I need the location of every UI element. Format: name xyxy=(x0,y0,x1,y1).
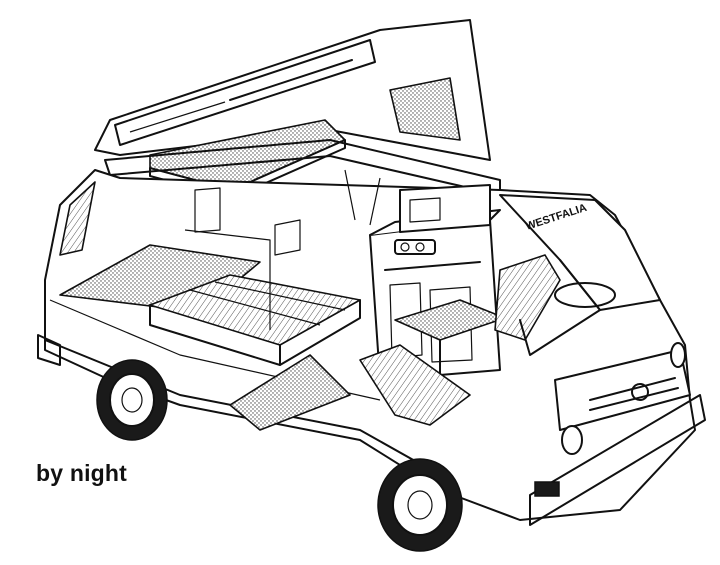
popup-roof xyxy=(94,19,491,161)
floor xyxy=(229,354,351,431)
headlight-right xyxy=(670,342,686,368)
indicator xyxy=(534,481,560,497)
caption: by night xyxy=(36,460,128,486)
rear-bed xyxy=(59,244,361,366)
rear-window xyxy=(59,181,96,256)
front-seat xyxy=(359,254,561,426)
front-wheel xyxy=(377,458,463,552)
front-bumper xyxy=(529,394,706,526)
kitchen-unit xyxy=(369,184,501,381)
steering-wheel xyxy=(554,282,616,308)
kitchen-cabinet xyxy=(399,184,491,233)
headlight-left xyxy=(561,425,583,455)
curtain xyxy=(344,169,381,226)
vw-logo xyxy=(631,383,649,401)
rear-wheel xyxy=(96,359,168,441)
roof-window xyxy=(389,77,461,141)
front-grille xyxy=(529,342,706,526)
rear-bumper xyxy=(37,334,61,366)
cupboard-door xyxy=(274,219,301,256)
front-cab: WESTFALIA xyxy=(499,194,661,356)
interior-wall xyxy=(184,229,271,330)
